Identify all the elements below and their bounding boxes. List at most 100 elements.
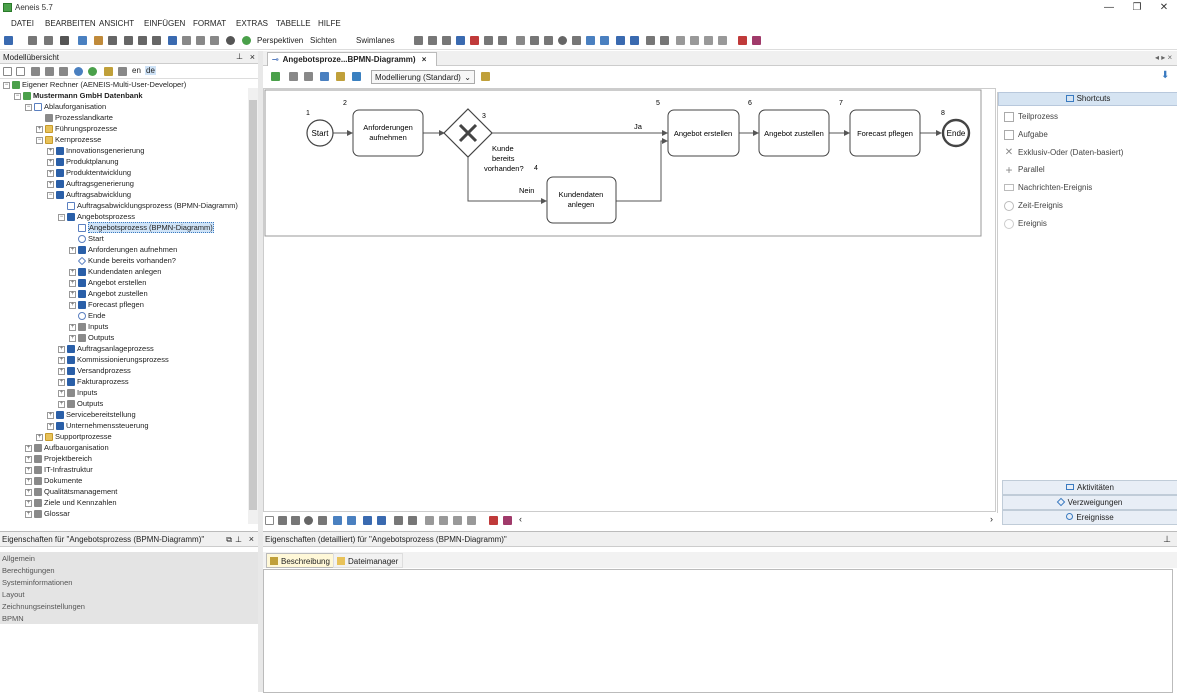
edit-model-icon[interactable] <box>104 67 113 76</box>
swimlanes-dropdown[interactable]: Swimlanes <box>356 36 395 45</box>
save-icon[interactable] <box>44 36 53 45</box>
link-icon[interactable] <box>646 36 655 45</box>
collapse-icon[interactable]: − <box>25 103 32 111</box>
link-icon[interactable] <box>394 516 403 525</box>
arrow-right-icon[interactable] <box>453 516 462 525</box>
prop-category-zeichnungseinstellungen[interactable]: Zeichnungseinstellungen <box>0 600 258 612</box>
vertical-splitter[interactable] <box>258 51 263 692</box>
tree-item[interactable]: +Inputs <box>69 321 108 332</box>
tree-item[interactable]: +Angebot erstellen <box>69 277 146 288</box>
prop-category-systeminformationen[interactable]: Systeminformationen <box>0 576 258 588</box>
expand-icon[interactable]: + <box>69 334 76 342</box>
expand-icon[interactable]: + <box>25 477 32 485</box>
arrow-down-icon[interactable] <box>467 516 476 525</box>
views-dropdown[interactable]: Sichten <box>310 36 337 45</box>
cut-icon[interactable] <box>108 36 117 45</box>
collapse-icon[interactable]: − <box>36 136 43 144</box>
refresh-icon[interactable] <box>78 36 87 45</box>
tag-icon[interactable] <box>352 72 361 81</box>
tree-item[interactable]: Prozesslandkarte <box>36 112 113 123</box>
tree-item[interactable]: +Kundendaten anlegen <box>69 266 161 277</box>
filter3-icon[interactable] <box>59 67 68 76</box>
expand-icon[interactable]: + <box>58 367 65 375</box>
expand-icon[interactable]: + <box>69 290 76 298</box>
tab-scroll-icon[interactable]: ◂ ▸ × <box>1155 53 1173 62</box>
menu-tabelle[interactable]: TABELLE <box>276 19 311 28</box>
tree-item[interactable]: +Auftragsanlageprozess <box>58 343 154 354</box>
tree-item[interactable]: +Inputs <box>58 387 97 398</box>
window2-icon[interactable] <box>630 36 639 45</box>
prop-category-bpmn[interactable]: BPMN <box>0 612 258 624</box>
shortcut-zeit-ereignis[interactable]: Zeit-Ereignis <box>1004 201 1063 211</box>
expand-icon[interactable]: + <box>47 158 54 166</box>
shortcut-exklusiv-oder[interactable]: ✕Exklusiv-Oder (Daten-basiert) <box>1004 147 1124 158</box>
page-icon[interactable] <box>516 36 525 45</box>
collapse-icon[interactable]: − <box>3 81 10 89</box>
shortcut-teilprozess[interactable]: Teilprozess <box>1004 112 1058 122</box>
tree-item[interactable]: +Produktentwicklung <box>47 167 131 178</box>
tree-item[interactable]: −Eigener Rechner (AENEIS-Multi-User-Deve… <box>3 79 186 90</box>
tree-item[interactable]: +Anforderungen aufnehmen <box>69 244 177 255</box>
page-view-icon[interactable] <box>333 516 342 525</box>
report-icon[interactable] <box>738 36 747 45</box>
prop-category-berechtigungen[interactable]: Berechtigungen <box>0 564 258 576</box>
expand-icon[interactable]: + <box>47 169 54 177</box>
export-icon[interactable] <box>503 516 512 525</box>
close-button[interactable]: ✕ <box>1159 2 1169 13</box>
collapse-icon[interactable]: − <box>58 213 65 221</box>
expand-icon[interactable]: + <box>47 147 54 155</box>
hand-icon[interactable] <box>336 72 345 81</box>
tree-item[interactable]: Auftragsabwicklungsprozess (BPMN-Diagram… <box>58 200 238 211</box>
shortcut-ereignis[interactable]: Ereignis <box>1004 219 1047 229</box>
paste-icon[interactable] <box>182 36 191 45</box>
menu-hilfe[interactable]: HILFE <box>318 19 341 28</box>
report-icon[interactable] <box>489 516 498 525</box>
page-icon[interactable] <box>265 516 274 525</box>
lang-de[interactable]: de <box>145 66 156 75</box>
sync-icon[interactable] <box>347 516 356 525</box>
open-icon[interactable] <box>28 36 37 45</box>
arrow-up-icon[interactable] <box>690 36 699 45</box>
new-icon[interactable] <box>4 36 13 45</box>
wand-icon[interactable] <box>481 72 490 81</box>
zoom-in-icon[interactable] <box>530 36 539 45</box>
tree-item[interactable]: Angebotsprozess (BPMN-Diagramm) <box>69 222 214 233</box>
tree-item[interactable]: +Aufbauorganisation <box>25 442 109 453</box>
expand-icon[interactable]: + <box>25 455 32 463</box>
format-icon[interactable] <box>196 36 205 45</box>
edit-icon[interactable] <box>408 516 417 525</box>
menu-extras[interactable]: EXTRAS <box>236 19 269 28</box>
tree-item[interactable]: +Glossar <box>25 508 70 519</box>
globe-icon[interactable] <box>74 67 83 76</box>
tree-scrollbar[interactable] <box>248 88 258 524</box>
arrow-left-icon[interactable] <box>676 36 685 45</box>
window2-icon[interactable] <box>377 516 386 525</box>
window-icon[interactable] <box>363 516 372 525</box>
connector-icon[interactable] <box>414 36 423 45</box>
tree-item[interactable]: +Dokumente <box>25 475 82 486</box>
distribute-icon[interactable] <box>484 36 493 45</box>
expand-icon[interactable]: + <box>25 499 32 507</box>
expand-icon[interactable]: + <box>25 466 32 474</box>
tree-item[interactable]: +Projektbereich <box>25 453 92 464</box>
run-icon[interactable] <box>242 36 251 45</box>
expand-all-icon[interactable] <box>3 67 12 76</box>
record-icon[interactable] <box>226 36 235 45</box>
shortcut-nachrichten-ereignis[interactable]: Nachrichten-Ereignis <box>1004 183 1092 192</box>
verzweigungen-button[interactable]: Verzweigungen <box>1002 495 1177 510</box>
copy-icon[interactable] <box>152 36 161 45</box>
shortcut-parallel[interactable]: +Parallel <box>1005 163 1045 177</box>
scroll-thumb[interactable] <box>249 100 257 510</box>
zoom-fit-icon[interactable] <box>558 36 567 45</box>
pin-icon[interactable]: ⊥ <box>1163 534 1171 544</box>
tree-item[interactable]: +Outputs <box>58 398 103 409</box>
tab-dateimanager[interactable]: Dateimanager <box>333 553 404 568</box>
tree-item[interactable]: −Angebotsprozess <box>58 211 135 222</box>
tree-item[interactable]: +IT-Infrastruktur <box>25 464 93 475</box>
lang-en[interactable]: en <box>132 66 141 75</box>
description-editor[interactable] <box>263 569 1173 693</box>
tab-close-icon[interactable]: × <box>421 55 427 64</box>
expand-icon[interactable]: + <box>58 356 65 364</box>
arrow-up-icon[interactable] <box>439 516 448 525</box>
tree-item[interactable]: +Produktplanung <box>47 156 119 167</box>
